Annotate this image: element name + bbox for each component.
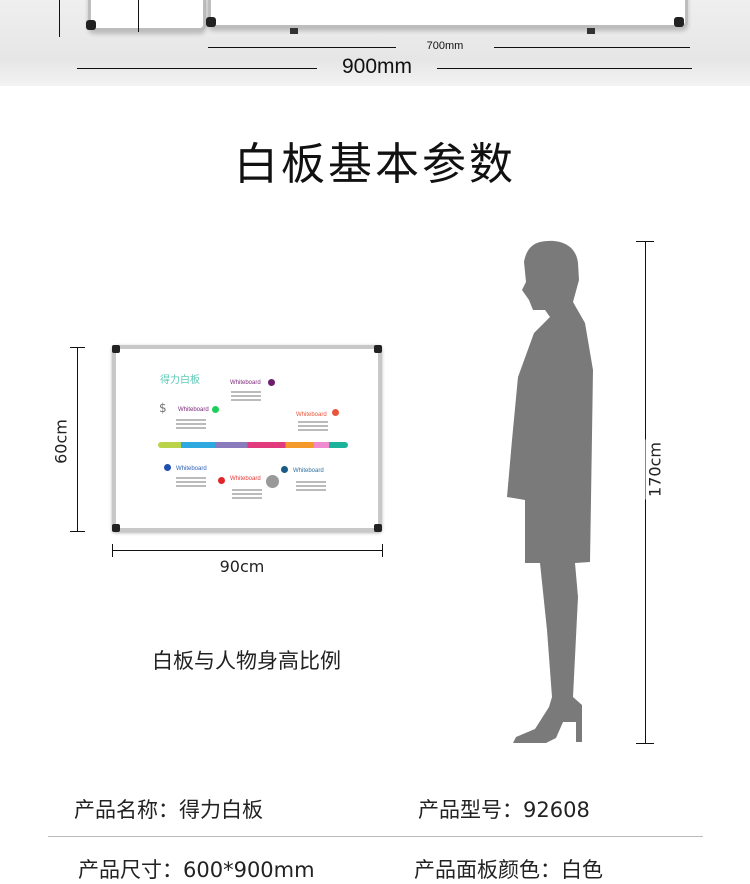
placeholder-text (298, 421, 328, 423)
timeline-bar (158, 442, 348, 448)
corner-cap (674, 17, 684, 27)
corner-cap (374, 345, 382, 353)
spec-value: 92608 (523, 798, 590, 822)
dim-900mm: 900mm (341, 55, 413, 78)
dimension-tick (382, 544, 383, 557)
dimension-line (59, 0, 60, 37)
spec-panel-color: 产品面板颜色：白色 (414, 854, 603, 884)
marker-dot (268, 379, 275, 386)
whiteboard-illustration: 得力白板 Whiteboard Whiteboard $ Whiteboard … (112, 345, 382, 532)
dimension-line (437, 68, 692, 69)
dimension-tick (636, 241, 654, 242)
card-title: Whiteboard (230, 476, 261, 482)
dimension-tick (70, 347, 85, 348)
dimension-tick (636, 743, 654, 744)
spec-label: 产品尺寸： (78, 858, 183, 882)
dimension-tick (112, 544, 113, 557)
comparison-caption: 白板与人物身高比例 (152, 649, 341, 673)
spec-value: 得力白板 (179, 798, 263, 822)
width-dimension-line (112, 550, 383, 551)
spec-label: 产品面板颜色： (414, 858, 561, 882)
corner-cap (112, 345, 120, 353)
large-whiteboard-frame (208, 0, 688, 28)
dimension-tick (70, 531, 85, 532)
marker-dot (164, 464, 171, 471)
card-title: Whiteboard (178, 407, 209, 413)
dimension-line (77, 68, 317, 69)
spec-size: 产品尺寸：600*900mm (78, 854, 315, 884)
dollar-icon: $ (159, 401, 167, 415)
corner-cap (374, 524, 382, 532)
placeholder-text (176, 477, 206, 479)
marker-tray-clip (587, 28, 595, 34)
placeholder-text (296, 481, 326, 483)
corner-cap (86, 20, 96, 30)
dimension-line (138, 0, 139, 32)
card-title: Whiteboard (296, 412, 327, 418)
placeholder-text (176, 419, 206, 421)
corner-cap (206, 17, 216, 27)
divider (48, 836, 703, 837)
spec-value: 600*900mm (183, 858, 315, 882)
dimension-line (208, 47, 396, 48)
card-title: Whiteboard (176, 466, 207, 472)
spec-product-name: 产品名称：得力白板 (74, 794, 263, 824)
page-title: 白板基本参数 (234, 139, 516, 190)
board-width-label: 90cm (219, 557, 265, 576)
corner-cap (112, 524, 120, 532)
spec-label: 产品名称： (74, 798, 179, 822)
dimension-line (494, 47, 690, 48)
person-height-label: 170cm (645, 439, 665, 500)
top-product-photo: 700mm 900mm (0, 0, 750, 86)
marker-tray-clip (290, 28, 298, 34)
marker-dot (332, 409, 339, 416)
marker-dot (212, 406, 219, 413)
height-dimension-line (77, 347, 78, 532)
placeholder-text (231, 391, 261, 393)
spec-model: 产品型号：92608 (418, 794, 590, 824)
spec-value: 白色 (561, 858, 603, 882)
pie-chart-icon (266, 475, 279, 488)
card-title: Whiteboard (230, 380, 261, 386)
brand-text: 得力白板 (160, 375, 200, 386)
card-title: Whiteboard (293, 468, 324, 474)
dim-700mm: 700mm (426, 40, 464, 52)
placeholder-text (232, 489, 262, 491)
marker-dot (218, 477, 225, 484)
spec-label: 产品型号： (418, 798, 523, 822)
marker-dot (281, 466, 288, 473)
small-whiteboard-frame (88, 0, 206, 31)
